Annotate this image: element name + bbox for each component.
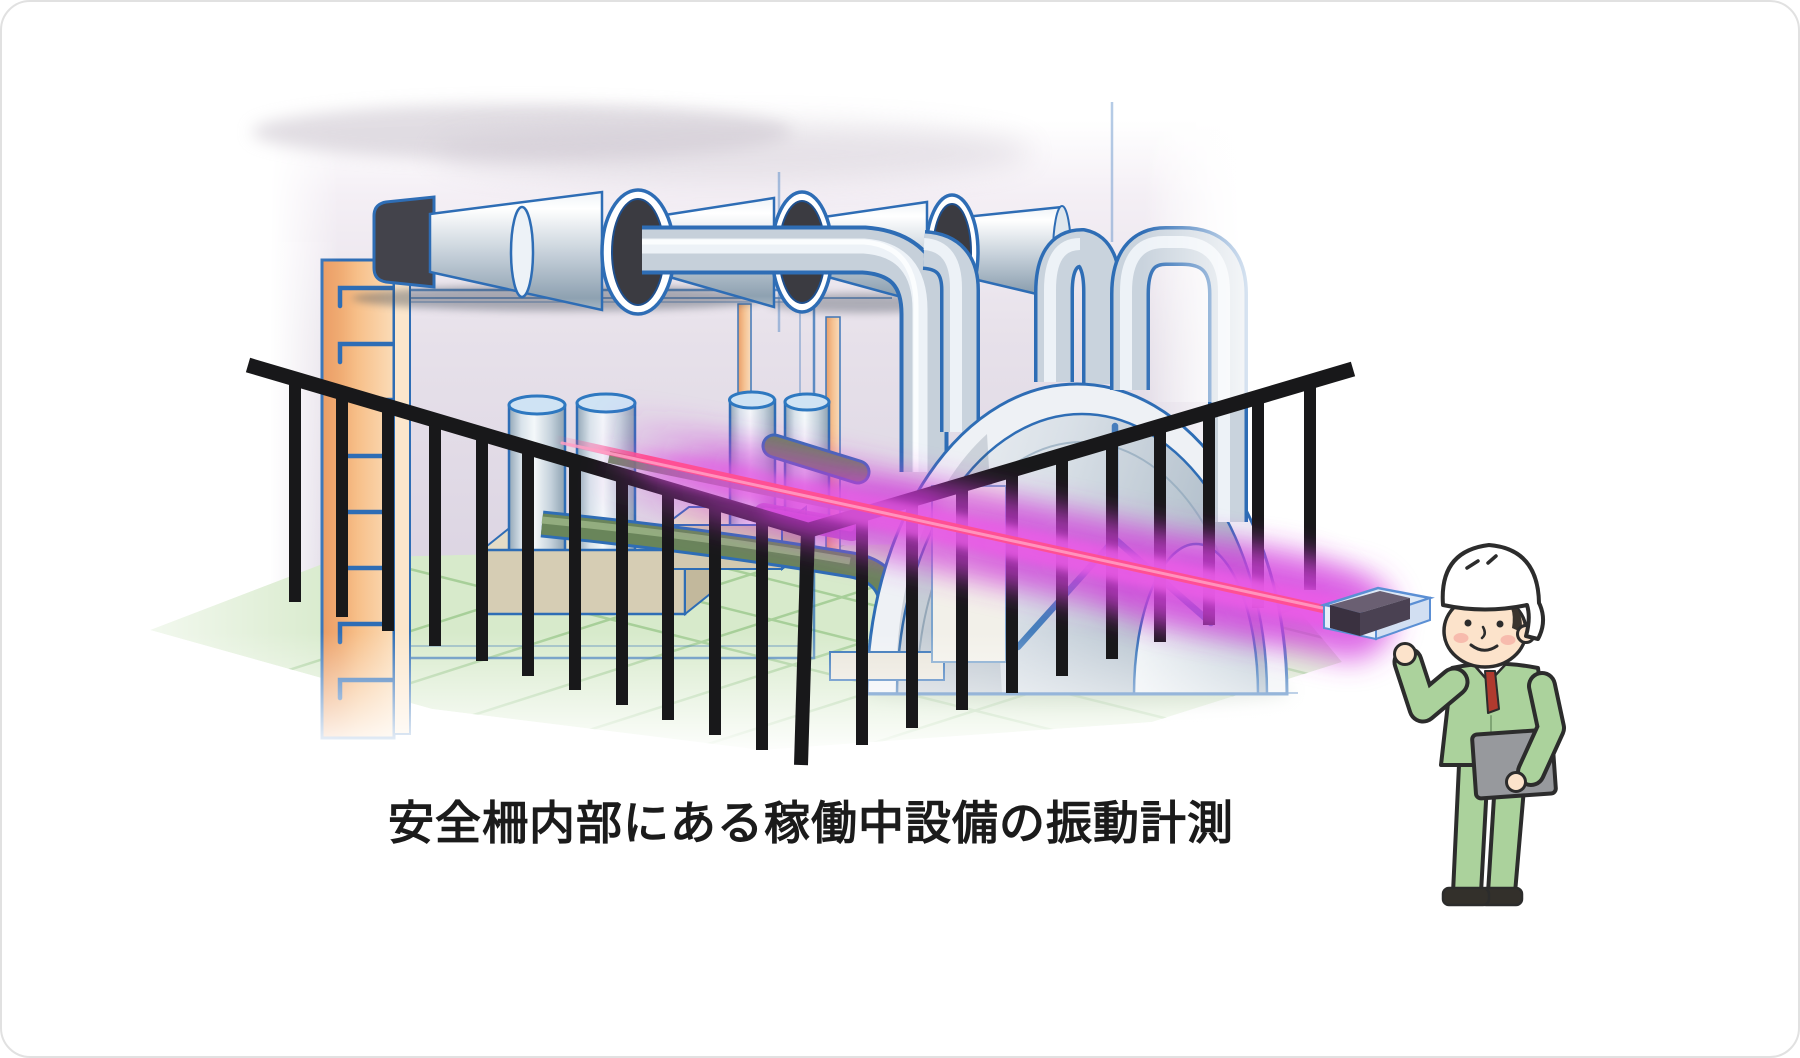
worker-left-hand bbox=[1505, 771, 1527, 793]
turbine-end-cap bbox=[372, 195, 436, 289]
cylinder bbox=[507, 403, 567, 569]
device-sensor-face bbox=[1330, 605, 1360, 636]
device-sensor-top bbox=[1330, 591, 1410, 613]
worker-right-hand bbox=[1393, 642, 1417, 666]
caption-text: 安全柵内部にある稼働中設備の振動計測 bbox=[388, 796, 1234, 850]
green-pipe-highlight bbox=[541, 516, 851, 565]
edge-fog bbox=[1142, 112, 1262, 402]
steam-pipes bbox=[642, 225, 1122, 472]
device-sensor-side bbox=[1360, 598, 1410, 636]
edge-fog bbox=[42, 632, 1362, 817]
worker-cheek bbox=[1453, 633, 1469, 643]
elbow-pipe bbox=[1034, 227, 1122, 384]
worker-hair bbox=[1511, 608, 1522, 632]
worker-nose bbox=[1480, 625, 1486, 640]
worker-tie bbox=[1484, 670, 1500, 714]
worker-cheek bbox=[1500, 635, 1516, 645]
hard-hat-brim bbox=[1441, 603, 1529, 611]
worker-eye bbox=[1464, 619, 1472, 627]
cylinder-top bbox=[728, 390, 776, 410]
worker-left-arm bbox=[1520, 675, 1562, 783]
worker-right-arm bbox=[1396, 650, 1466, 720]
floor-grid-line bbox=[150, 544, 1342, 750]
vibrometer-device bbox=[1319, 586, 1435, 641]
laser-highlight bbox=[560, 441, 1324, 610]
cylinder-top bbox=[507, 394, 567, 416]
foundation-front bbox=[480, 548, 687, 616]
turbine-ring bbox=[509, 205, 535, 299]
worker-eye bbox=[1496, 620, 1504, 628]
worker bbox=[1392, 543, 1566, 907]
fence-corner-post bbox=[794, 529, 815, 766]
elbow-pipe bbox=[921, 230, 980, 432]
worker-shoe bbox=[1441, 886, 1491, 907]
cylinder-top bbox=[783, 392, 831, 412]
laser-beam bbox=[549, 408, 1394, 660]
hard-hat-vents bbox=[1465, 554, 1498, 570]
shaft-pipe bbox=[642, 225, 949, 472]
ceiling-shadow bbox=[432, 122, 1032, 182]
worker-smile bbox=[1469, 643, 1499, 652]
